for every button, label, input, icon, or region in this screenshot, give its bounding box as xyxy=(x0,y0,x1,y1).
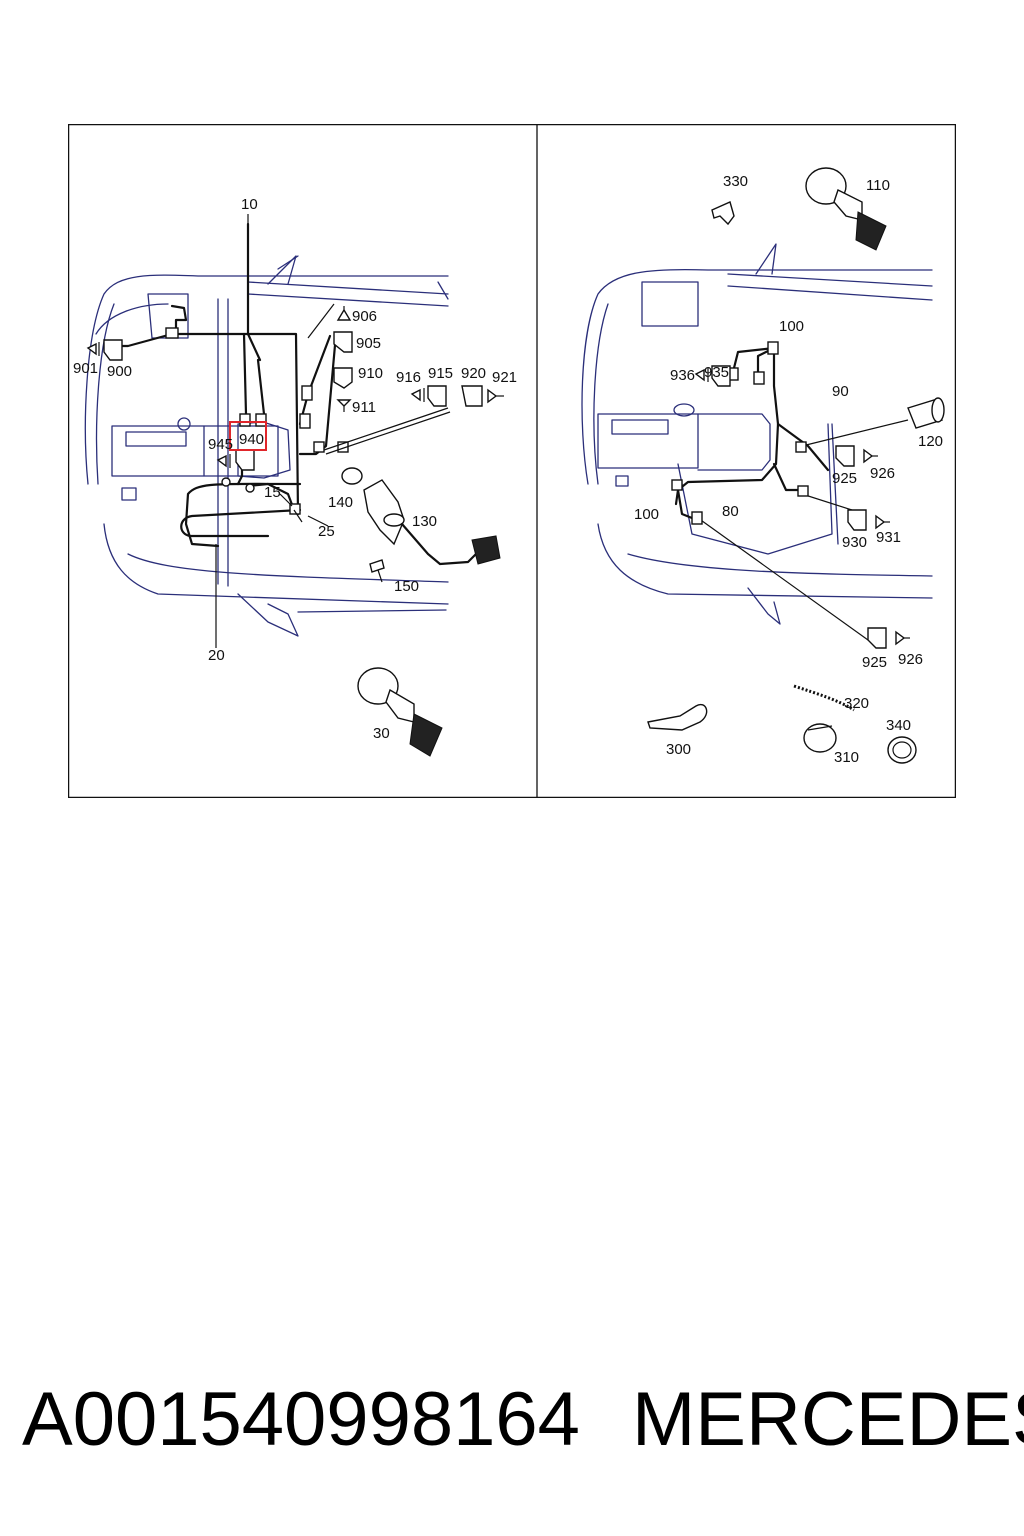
label-916: 916 xyxy=(396,369,421,386)
part-140-icon xyxy=(341,467,363,485)
label-80: 80 xyxy=(722,503,739,520)
label-900: 900 xyxy=(107,363,132,380)
label-910: 910 xyxy=(358,365,383,382)
part-number: A001540998164 xyxy=(22,1377,580,1462)
leader-lines-left xyxy=(247,214,303,523)
part-945-icon xyxy=(216,454,227,468)
part-110-plug xyxy=(855,211,887,251)
connector xyxy=(753,371,765,385)
brand-name: MERCEDES xyxy=(632,1377,1024,1462)
diagram-border xyxy=(68,124,956,798)
part-911-icon xyxy=(336,399,352,407)
part-906-icon xyxy=(336,308,352,321)
label-150: 150 xyxy=(394,578,419,595)
label-926-lower: 926 xyxy=(898,651,923,668)
label-100-bottom: 100 xyxy=(634,506,659,523)
part-130-plug xyxy=(471,535,501,565)
connector xyxy=(671,479,683,491)
part-936-icon xyxy=(694,368,705,382)
label-130: 130 xyxy=(412,513,437,530)
connector xyxy=(767,341,779,355)
highlight-940-box xyxy=(229,421,267,451)
part-905-icon xyxy=(333,331,353,353)
right-panel: 330 110 100 936 935 90 120 925 926 100 8… xyxy=(581,167,945,766)
part-925-icon xyxy=(835,445,855,467)
connector xyxy=(301,385,313,401)
part-926-icon xyxy=(863,448,874,464)
part-920-icon xyxy=(461,385,483,407)
part-300-icon xyxy=(647,703,708,731)
connector xyxy=(165,327,179,339)
label-15: 15 xyxy=(264,484,281,501)
connector xyxy=(691,511,703,525)
label-340: 340 xyxy=(886,717,911,734)
connector xyxy=(255,413,267,427)
label-925-upper: 925 xyxy=(832,470,857,487)
label-906: 906 xyxy=(352,308,377,325)
label-310: 310 xyxy=(834,749,859,766)
label-940: 940 xyxy=(239,431,264,448)
diagram-svg: 10 906 905 910 911 916 915 920 921 901 9… xyxy=(68,124,956,798)
connector xyxy=(795,441,807,453)
label-931: 931 xyxy=(876,529,901,546)
parts-diagram: 10 906 905 910 911 916 915 920 921 901 9… xyxy=(68,124,956,798)
label-920: 920 xyxy=(461,365,486,382)
part-935-icon xyxy=(711,365,731,387)
part-310-icon xyxy=(803,723,837,753)
label-140: 140 xyxy=(328,494,353,511)
label-930: 930 xyxy=(842,534,867,551)
part-926-icon xyxy=(895,630,906,646)
label-320: 320 xyxy=(844,695,869,712)
label-90: 90 xyxy=(832,383,849,400)
label-921: 921 xyxy=(492,369,517,386)
connector xyxy=(245,483,255,493)
wiring-harness-left xyxy=(106,222,451,648)
label-100-top: 100 xyxy=(779,318,804,335)
footer-caption: A001540998164 MERCEDES xyxy=(0,1372,1024,1472)
part-925-icon xyxy=(867,627,887,649)
part-916-icon xyxy=(410,388,421,402)
label-25: 25 xyxy=(318,523,335,540)
label-926-upper: 926 xyxy=(870,465,895,482)
label-925-lower: 925 xyxy=(862,654,887,671)
part-930-icon xyxy=(847,509,867,531)
part-30-plug xyxy=(409,713,443,757)
small-parts-right xyxy=(647,167,945,764)
label-330: 330 xyxy=(723,173,748,190)
wiring-harness-right xyxy=(671,341,909,641)
label-935: 935 xyxy=(704,364,729,381)
part-130-icon xyxy=(363,479,405,546)
part-901-icon xyxy=(86,342,97,356)
label-110: 110 xyxy=(866,177,890,194)
label-30: 30 xyxy=(373,725,390,742)
label-10: 10 xyxy=(241,196,258,213)
label-936: 936 xyxy=(670,367,695,384)
label-20: 20 xyxy=(208,647,225,664)
connector xyxy=(239,413,251,427)
part-150-icon xyxy=(369,559,385,573)
connector xyxy=(221,477,231,487)
part-931-icon xyxy=(875,514,886,530)
part-921-icon xyxy=(487,388,498,404)
left-panel: 10 906 905 910 911 916 915 920 921 901 9… xyxy=(73,196,517,757)
part-910-icon xyxy=(333,367,353,389)
label-901: 901 xyxy=(73,360,98,377)
car-outline-right xyxy=(581,243,933,625)
label-915: 915 xyxy=(428,365,453,382)
label-120: 120 xyxy=(918,433,943,450)
label-905: 905 xyxy=(356,335,381,352)
part-340-icon xyxy=(887,736,917,764)
label-945: 945 xyxy=(208,436,233,453)
connector xyxy=(797,485,809,497)
part-900-icon xyxy=(103,339,123,361)
part-330-icon xyxy=(711,201,735,226)
connector xyxy=(313,441,325,453)
label-300: 300 xyxy=(666,741,691,758)
small-parts-left xyxy=(86,306,504,757)
label-911: 911 xyxy=(352,399,376,416)
part-915-icon xyxy=(427,385,447,407)
connector xyxy=(299,413,311,429)
connector xyxy=(289,503,301,515)
